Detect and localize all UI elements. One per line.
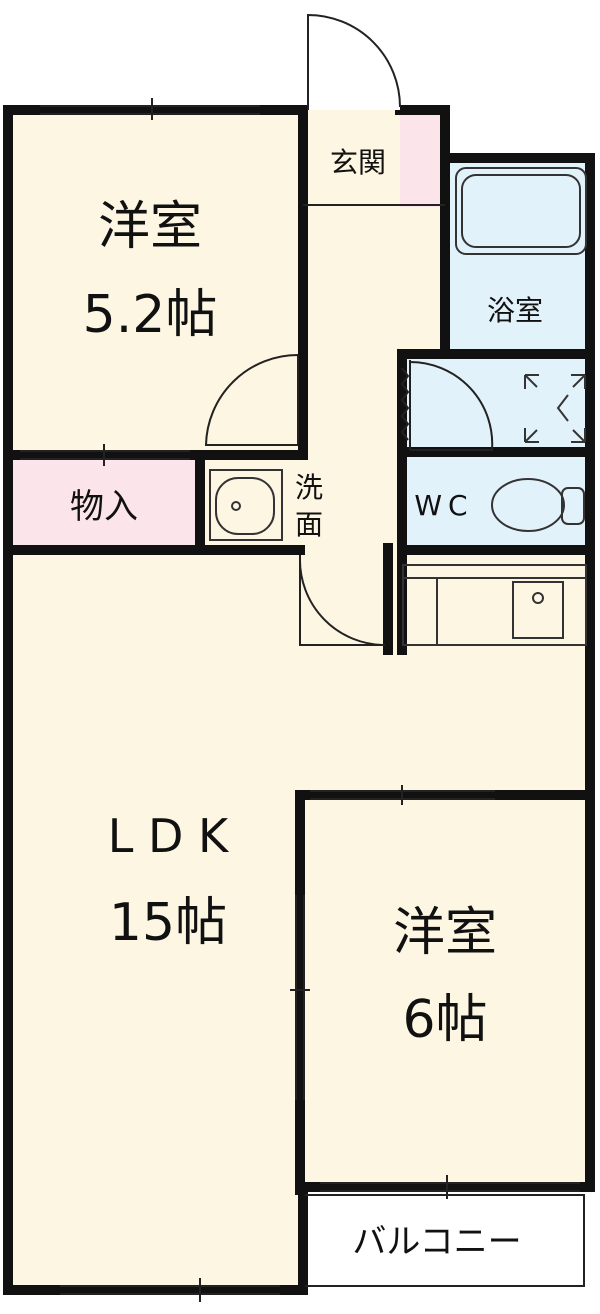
sliding-door-room2-left [290, 895, 310, 1100]
room-label-wc: WC [414, 489, 473, 522]
door-swing-icon [204, 354, 299, 446]
western-room-2-area [303, 797, 590, 1187]
bathtub-icon [455, 167, 587, 255]
toilet-icon [491, 478, 585, 532]
room-label-western-1: 洋室 [98, 197, 202, 257]
kitchen-counter-icon [402, 564, 587, 646]
balcony-frame [305, 1194, 585, 1287]
storage-area [8, 455, 200, 548]
window-bottom-ldk [60, 1278, 280, 1302]
kitchen-sink-icon [512, 581, 564, 639]
room-label-bath: 浴室 [487, 294, 543, 327]
room-size-western-2: 6帖 [402, 990, 487, 1050]
bath-area [450, 158, 590, 354]
sink-icon [209, 469, 283, 541]
room-label-storage: 物入 [70, 487, 138, 527]
room-label-balcony: バルコニー [352, 1222, 521, 1262]
sliding-door-storage [20, 444, 190, 466]
room-label-washroom-2: 面 [295, 508, 323, 541]
door-swing-icon [307, 13, 401, 110]
room-label-ldk: L D K [108, 809, 230, 863]
room-size-western-1: 5.2帖 [83, 285, 218, 345]
wc-area [402, 452, 590, 550]
door-swing-icon [409, 360, 494, 451]
genkan-shoe-box [400, 115, 442, 207]
room-label-genkan: 玄関 [330, 146, 386, 179]
laundry-area [402, 354, 590, 452]
inner-wall-bath [397, 153, 595, 359]
sliding-door-room2-top [310, 785, 495, 805]
western-room-1-area [8, 110, 303, 455]
step-edge [400, 367, 410, 441]
inner-wall-washroom [195, 543, 393, 655]
door-swing-icon [298, 555, 386, 646]
room-label-western-2: 洋室 [393, 903, 497, 963]
window-top [40, 98, 260, 120]
ldk-area-lower [8, 795, 303, 1285]
washer-space-icon [524, 374, 586, 443]
balcony-area [305, 1192, 585, 1288]
room-label-washroom-1: 洗 [295, 471, 323, 504]
inner-wall-room2 [295, 790, 595, 1195]
inner-wall-storage [3, 450, 205, 555]
room-size-ldk: 15帖 [109, 893, 227, 953]
